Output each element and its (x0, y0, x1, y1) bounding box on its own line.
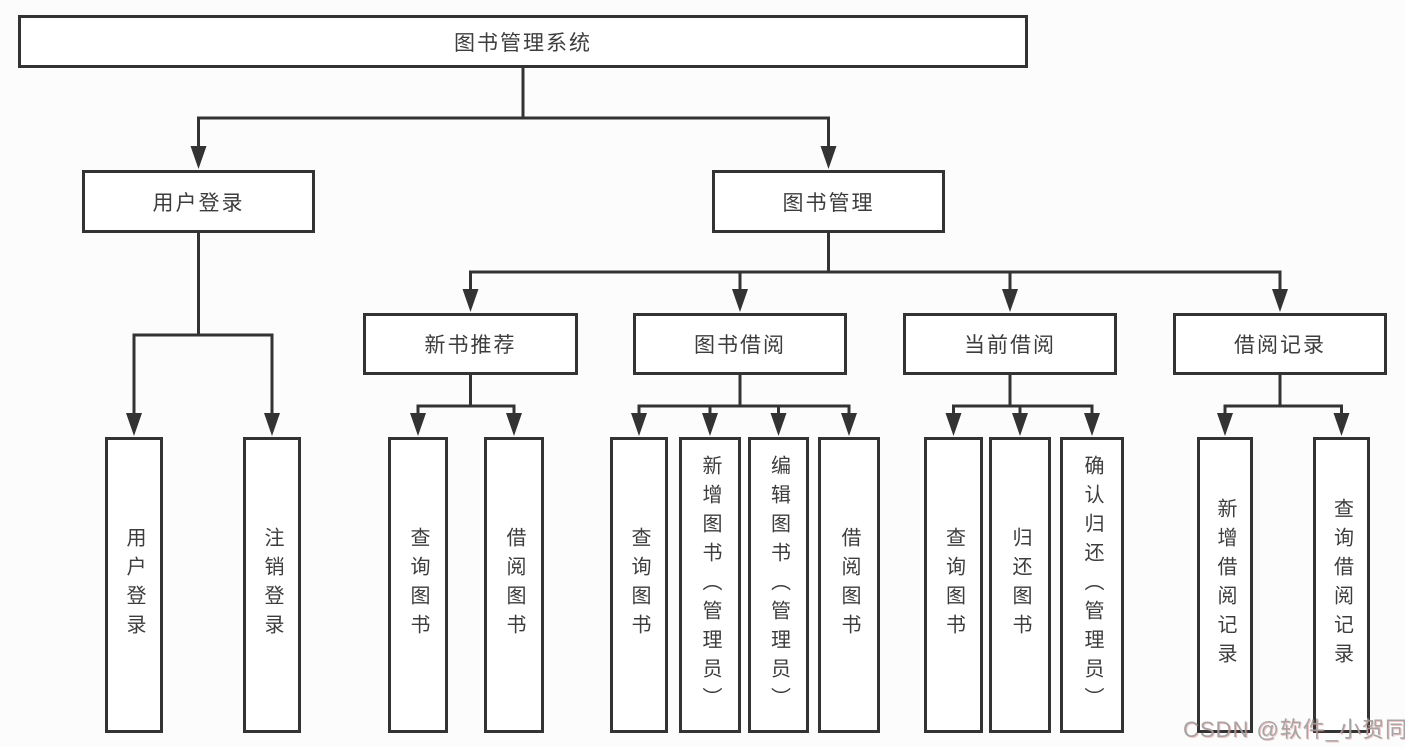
node-label-user-login-action: 用户登录 (123, 527, 145, 643)
node-edit-books-admin: 编辑图书（管理员） (748, 437, 809, 733)
node-user-login: 用户登录 (82, 170, 315, 233)
node-label-borrowing-records: 借阅记录 (1234, 334, 1326, 357)
node-label-new-book-recommend: 新书推荐 (424, 334, 517, 357)
node-borrow-books-recommend: 借阅图书 (484, 437, 544, 733)
node-label-borrow-books-borrowing: 借阅图书 (838, 527, 860, 643)
node-query-books-borrowing: 查询图书 (610, 437, 668, 733)
node-logout-action: 注销登录 (243, 437, 301, 733)
node-label-logout-action: 注销登录 (261, 527, 283, 643)
node-user-login-action: 用户登录 (105, 437, 163, 733)
node-label-current-borrowing: 当前借阅 (964, 334, 1056, 357)
node-label-return-books: 归还图书 (1009, 527, 1031, 643)
node-label-query-books-borrowing: 查询图书 (628, 527, 650, 643)
node-label-add-books-admin: 新增图书（管理员） (699, 454, 721, 716)
node-label-edit-books-admin: 编辑图书（管理员） (767, 454, 790, 716)
node-label-query-books-recommend: 查询图书 (407, 527, 429, 643)
node-label-book-management: 图书管理 (782, 191, 875, 215)
node-query-books-recommend: 查询图书 (388, 437, 448, 733)
node-query-books-current: 查询图书 (924, 437, 983, 733)
node-label-book-borrowing: 图书借阅 (694, 334, 786, 357)
node-label-borrow-books-recommend: 借阅图书 (503, 527, 525, 643)
node-book-borrowing: 图书借阅 (633, 313, 847, 375)
node-label-user-login: 用户登录 (152, 191, 245, 215)
node-label-library-system: 图书管理系统 (454, 31, 592, 55)
node-label-add-borrow-record: 新增借阅记录 (1214, 498, 1236, 672)
node-current-borrowing: 当前借阅 (903, 313, 1117, 375)
node-confirm-return-admin: 确认归还（管理员） (1060, 437, 1124, 733)
node-borrow-books-borrowing: 借阅图书 (818, 437, 880, 733)
node-book-management: 图书管理 (712, 170, 945, 233)
node-borrowing-records: 借阅记录 (1173, 313, 1387, 375)
node-return-books: 归还图书 (989, 437, 1051, 733)
node-label-query-books-current: 查询图书 (942, 527, 965, 643)
node-label-query-borrow-record: 查询借阅记录 (1330, 498, 1353, 672)
node-library-system: 图书管理系统 (18, 15, 1028, 68)
watermark: CSDN @软件_小贺同学 (1183, 717, 1405, 742)
node-query-borrow-record: 查询借阅记录 (1313, 437, 1370, 733)
node-add-books-admin: 新增图书（管理员） (679, 437, 741, 733)
node-label-confirm-return-admin: 确认归还（管理员） (1081, 454, 1103, 716)
node-new-book-recommend: 新书推荐 (363, 313, 578, 375)
node-add-borrow-record: 新增借阅记录 (1197, 437, 1253, 733)
